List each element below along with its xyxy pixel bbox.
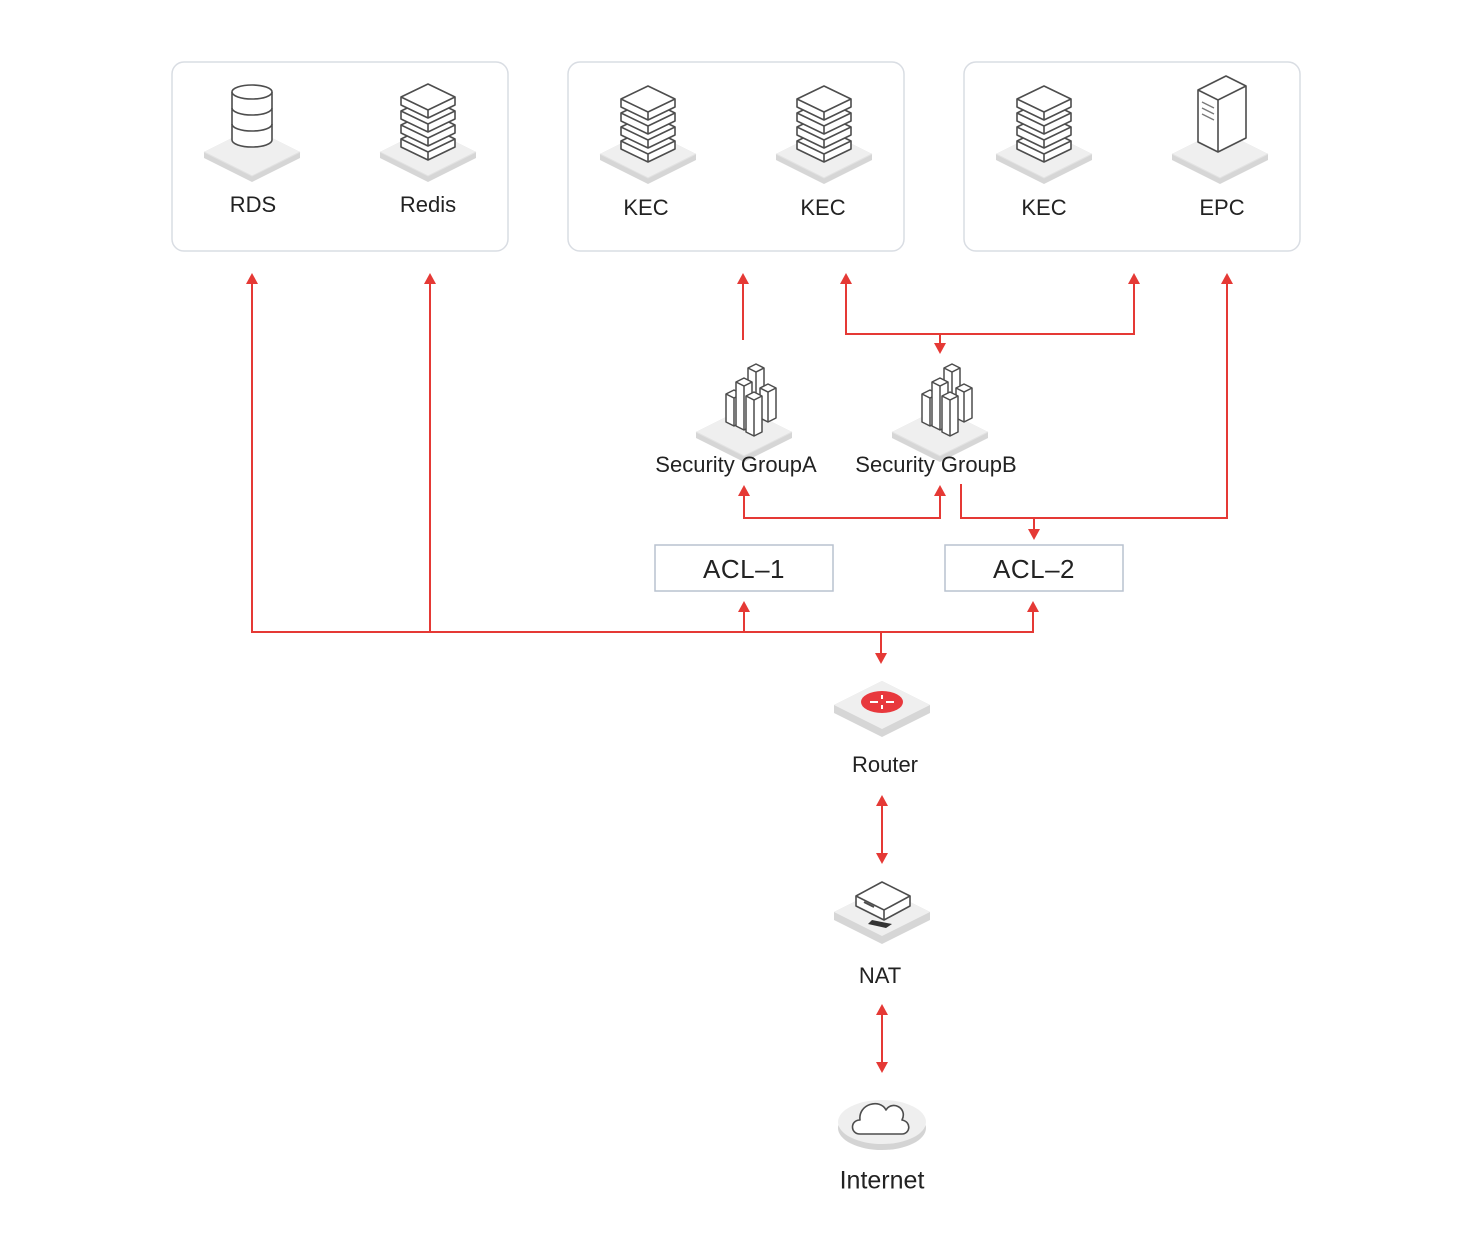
buildings-icon <box>696 364 792 462</box>
acl-2-label: ACL–2 <box>993 554 1075 584</box>
cloud-icon <box>838 1100 926 1150</box>
acl-1-label: ACL–1 <box>703 554 785 584</box>
arrow-heads <box>246 273 1233 1073</box>
security-group-b-label: Security GroupB <box>855 452 1017 477</box>
internet-label: Internet <box>839 1166 925 1195</box>
kec-label-2: KEC <box>800 195 846 220</box>
epc-label: EPC <box>1199 195 1245 220</box>
rds-label: RDS <box>229 192 277 217</box>
buildings-icon <box>892 364 988 462</box>
redis-label: Redis <box>399 192 457 217</box>
nat-label: NAT <box>858 963 902 988</box>
kec-label-3: KEC <box>1021 195 1067 220</box>
router-label: Router <box>851 752 919 777</box>
acl-box-2 <box>944 544 1124 592</box>
connection-links <box>251 282 1228 1064</box>
kec-label-1: KEC <box>623 195 669 220</box>
nat-gateway-icon <box>834 881 930 944</box>
security-group-a-label: Security GroupA <box>655 452 817 477</box>
acl-box-1 <box>654 544 834 592</box>
router-icon <box>834 681 930 737</box>
